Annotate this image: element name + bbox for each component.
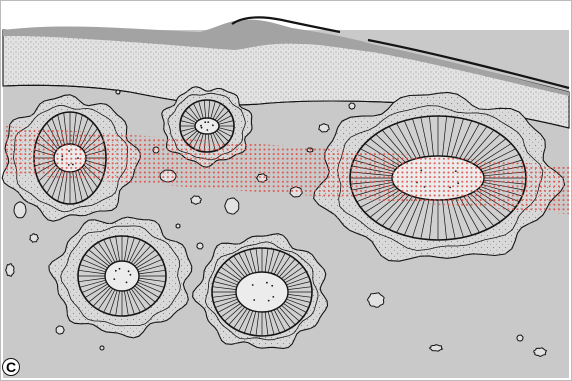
nodule-center [236, 272, 288, 312]
small-inclusion [6, 264, 15, 277]
nodule-center-dot [201, 127, 203, 129]
nodule-center-dot [253, 299, 255, 301]
small-inclusion [225, 198, 239, 214]
small-inclusion [367, 293, 384, 307]
small-inclusion [430, 345, 443, 352]
small-inclusion [14, 202, 26, 218]
nodule-center-dot [272, 296, 274, 298]
small-inclusion [100, 346, 104, 350]
small-inclusion [56, 326, 64, 334]
nodule-center-dot [130, 274, 132, 276]
nodule-center [105, 261, 139, 291]
small-inclusion [197, 243, 203, 249]
nodule-center-dot [252, 284, 254, 286]
small-inclusion [116, 90, 120, 94]
small-inclusion [517, 335, 523, 341]
small-inclusion [349, 103, 355, 109]
nodule-center-dot [266, 282, 268, 284]
small-inclusion [30, 234, 39, 243]
nodule-center-dot [128, 270, 130, 272]
nodule-center-dot [271, 285, 273, 287]
nodule-center [195, 118, 219, 134]
panel-label: C [6, 359, 16, 375]
nodule-center-dot [204, 121, 206, 123]
nodule-center-dot [119, 268, 121, 270]
nodule-center-dot [126, 282, 128, 284]
small-inclusion [191, 196, 202, 205]
nodule-center-dot [212, 124, 214, 126]
nodule-center-dot [268, 300, 270, 302]
panel-label-badge: C [3, 359, 20, 376]
nodule-center-dot [113, 278, 115, 280]
small-inclusion [319, 124, 329, 133]
nodule-center-dot [206, 129, 208, 131]
nodule-center-dot [115, 270, 117, 272]
nodule-center-dot [207, 121, 209, 123]
nodule-center-dot [200, 125, 202, 127]
small-inclusion [176, 224, 180, 228]
